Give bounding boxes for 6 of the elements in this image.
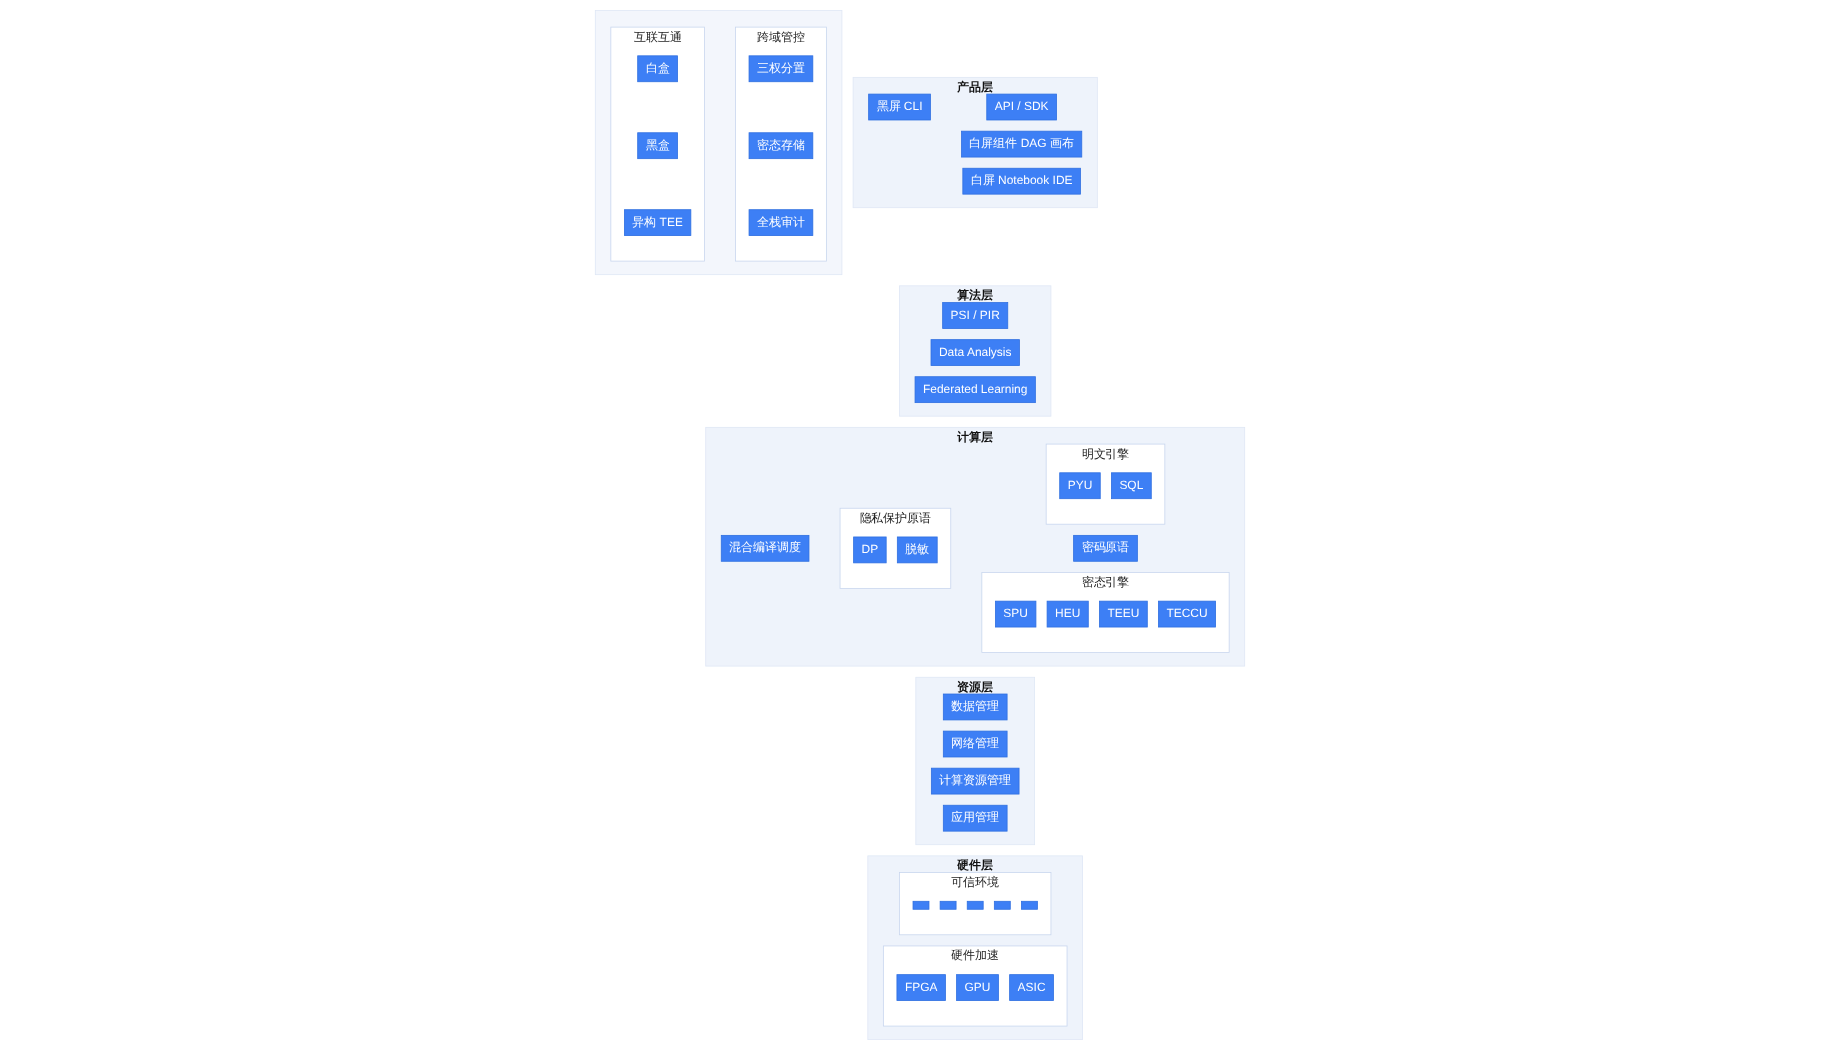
node-box	[993, 900, 1011, 910]
node-box	[1021, 900, 1038, 910]
node-box	[966, 900, 984, 910]
node-box	[912, 900, 930, 910]
node-box	[939, 900, 957, 910]
cluster	[594, 10, 843, 276]
